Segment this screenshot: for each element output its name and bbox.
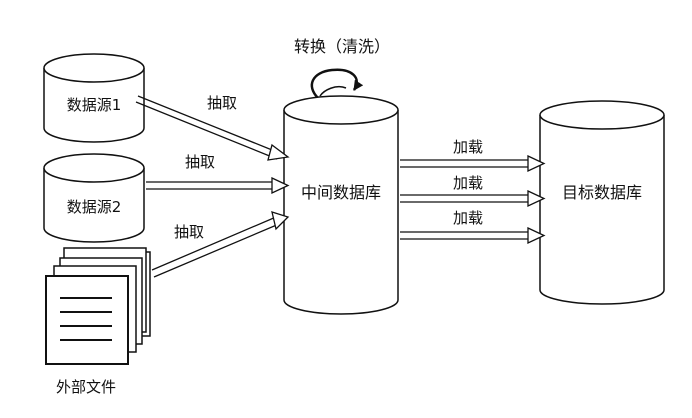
- transform-loop-icon: [310, 68, 364, 99]
- source-database-2: 数据源2: [43, 153, 145, 243]
- extract-arrow-3: [151, 211, 290, 278]
- external-files: 外部文件: [45, 247, 151, 396]
- transform-title: 转换（清洗）: [294, 37, 390, 56]
- target-database-label: 目标数据库: [562, 183, 642, 202]
- extract-label-3: 抽取: [174, 223, 204, 241]
- database-cylinder-icon: [539, 100, 665, 305]
- load-label-2: 加载: [453, 174, 483, 192]
- load-label-3: 加载: [453, 209, 483, 227]
- load-label-1: 加载: [453, 138, 483, 156]
- load-arrow-2: [400, 189, 546, 208]
- source-2-label: 数据源2: [67, 198, 122, 216]
- database-cylinder-icon: [43, 153, 145, 243]
- database-cylinder-icon: [283, 95, 399, 315]
- document-stack-icon: [45, 247, 151, 365]
- load-arrow-1: [400, 154, 546, 173]
- extract-arrow-1: [135, 95, 290, 161]
- extract-arrow-2: [146, 176, 290, 195]
- middle-database-label: 中间数据库: [301, 183, 381, 202]
- load-arrow-3: [400, 226, 546, 245]
- extract-label-1: 抽取: [207, 94, 237, 112]
- source-database-1: 数据源1: [43, 53, 145, 143]
- external-files-label: 外部文件: [56, 378, 116, 396]
- source-1-label: 数据源1: [67, 96, 122, 114]
- database-cylinder-icon: [43, 53, 145, 143]
- extract-label-2: 抽取: [185, 153, 215, 171]
- target-database: 目标数据库: [539, 100, 665, 305]
- middle-database: 中间数据库: [283, 95, 399, 315]
